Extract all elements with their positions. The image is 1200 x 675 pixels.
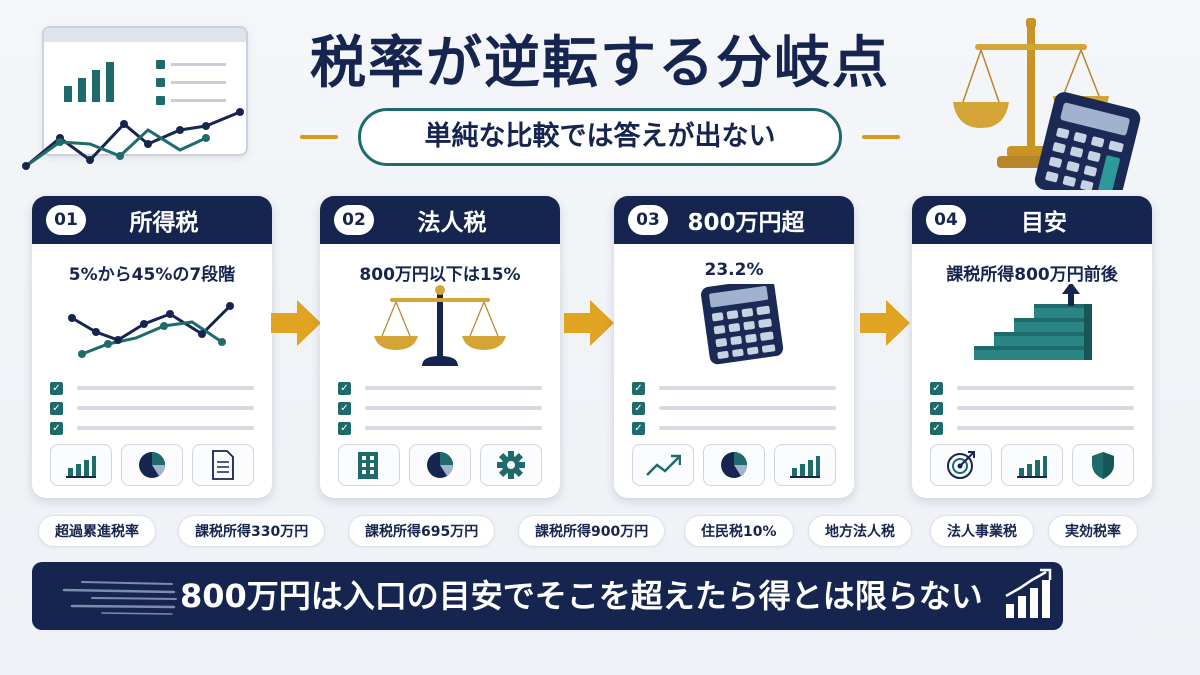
calculator-icon bbox=[701, 284, 784, 365]
card-title: 法人税 bbox=[417, 210, 487, 236]
tag: 超過累進税率 bbox=[38, 515, 156, 547]
icon-row bbox=[632, 444, 836, 486]
check-icon: ✓ bbox=[930, 421, 943, 435]
card-over-8m: 03 800万円超 23.2% ✓ ✓ ✓ bbox=[614, 196, 854, 498]
card-header: 01 所得税 bbox=[32, 196, 272, 244]
arrow-right-icon bbox=[564, 300, 614, 346]
page-title: 税率が逆転する分岐点 bbox=[310, 31, 890, 96]
bar-chart-icon bbox=[774, 444, 836, 486]
check-icon: ✓ bbox=[930, 401, 943, 415]
growth-chart-icon bbox=[1005, 568, 1052, 618]
conclusion-text: 800万円は入口の目安でそこを超えたら得とは限らない bbox=[180, 577, 983, 615]
check-icon: ✓ bbox=[632, 401, 645, 415]
pie-chart-icon bbox=[409, 444, 471, 486]
subtitle-group: 単純な比較では答えが出ない bbox=[300, 108, 900, 166]
tag: 住民税10% bbox=[684, 515, 794, 547]
card-header: 04 目安 bbox=[912, 196, 1152, 244]
bar-chart-icon bbox=[1001, 444, 1063, 486]
check-icon: ✓ bbox=[632, 381, 645, 395]
check-icon: ✓ bbox=[50, 401, 63, 415]
trend-line-icon bbox=[22, 108, 244, 170]
check-icon: ✓ bbox=[338, 421, 351, 435]
building-icon bbox=[338, 444, 400, 486]
tag: 課税所得695万円 bbox=[348, 515, 496, 547]
card-description: 800万円以下は15% bbox=[359, 265, 521, 285]
divider-right bbox=[862, 135, 900, 139]
check-icon: ✓ bbox=[50, 381, 63, 395]
check-icon: ✓ bbox=[338, 381, 351, 395]
report-illustration bbox=[42, 26, 248, 156]
card-description: 課税所得800万円前後 bbox=[946, 265, 1118, 285]
document-icon bbox=[192, 444, 254, 486]
card-header: 03 800万円超 bbox=[614, 196, 854, 244]
arrow-right-icon bbox=[271, 300, 321, 346]
tag: 実効税率 bbox=[1048, 515, 1138, 547]
target-icon bbox=[930, 444, 992, 486]
card-description: 5%から45%の7段階 bbox=[68, 265, 236, 285]
card-title: 800万円超 bbox=[687, 210, 805, 236]
card-header: 02 法人税 bbox=[320, 196, 560, 244]
check-icon: ✓ bbox=[338, 401, 351, 415]
checklist: ✓ ✓ ✓ bbox=[930, 378, 1134, 438]
subtitle: 単純な比較では答えが出ない bbox=[358, 108, 842, 166]
pie-chart-icon bbox=[703, 444, 765, 486]
divider-left bbox=[300, 135, 338, 139]
bar-chart-icon bbox=[50, 444, 112, 486]
icon-row bbox=[930, 444, 1134, 486]
icon-row bbox=[50, 444, 254, 486]
tag: 課税所得900万円 bbox=[518, 515, 666, 547]
check-icon: ✓ bbox=[50, 421, 63, 435]
tag: 地方法人税 bbox=[808, 515, 912, 547]
scale-calculator-illustration bbox=[953, 18, 1141, 190]
shield-icon bbox=[1072, 444, 1134, 486]
card-description: 23.2% bbox=[704, 260, 764, 280]
tag: 課税所得330万円 bbox=[178, 515, 326, 547]
speed-lines-icon bbox=[62, 581, 177, 615]
icon-row bbox=[338, 444, 542, 486]
tag: 法人事業税 bbox=[930, 515, 1034, 547]
checklist: ✓ ✓ ✓ bbox=[632, 378, 836, 438]
checklist: ✓ ✓ ✓ bbox=[50, 378, 254, 438]
card-title: 目安 bbox=[1021, 210, 1067, 236]
arrow-right-icon bbox=[860, 300, 910, 346]
gear-icon bbox=[480, 444, 542, 486]
card-guideline: 04 目安 課税所得800万円前後 ✓ ✓ ✓ bbox=[912, 196, 1152, 498]
line-chart-icon bbox=[68, 302, 234, 358]
checklist: ✓ ✓ ✓ bbox=[338, 378, 542, 438]
stairs-arrow-icon bbox=[974, 284, 1092, 360]
check-icon: ✓ bbox=[930, 381, 943, 395]
card-income-tax: 01 所得税 5%から45%の7段階 ✓ ✓ ✓ bbox=[32, 196, 272, 498]
card-title: 所得税 bbox=[129, 210, 199, 236]
card-number: 01 bbox=[46, 205, 86, 235]
calculator-icon bbox=[1034, 92, 1141, 190]
report-chart-icon bbox=[64, 60, 226, 105]
card-number: 04 bbox=[926, 205, 966, 235]
card-number: 03 bbox=[628, 205, 668, 235]
trend-up-icon bbox=[632, 444, 694, 486]
card-number: 02 bbox=[334, 205, 374, 235]
card-corporate-tax: 02 法人税 800万円以下は15% ✓ ✓ ✓ bbox=[320, 196, 560, 498]
scale-icon bbox=[374, 285, 506, 366]
conclusion-banner: 800万円は入口の目安でそこを超えたら得とは限らない bbox=[32, 562, 1063, 630]
keyword-tags: 超過累進税率 課税所得330万円 課税所得695万円 課税所得900万円 住民税… bbox=[30, 515, 1170, 549]
pie-chart-icon bbox=[121, 444, 183, 486]
check-icon: ✓ bbox=[632, 421, 645, 435]
